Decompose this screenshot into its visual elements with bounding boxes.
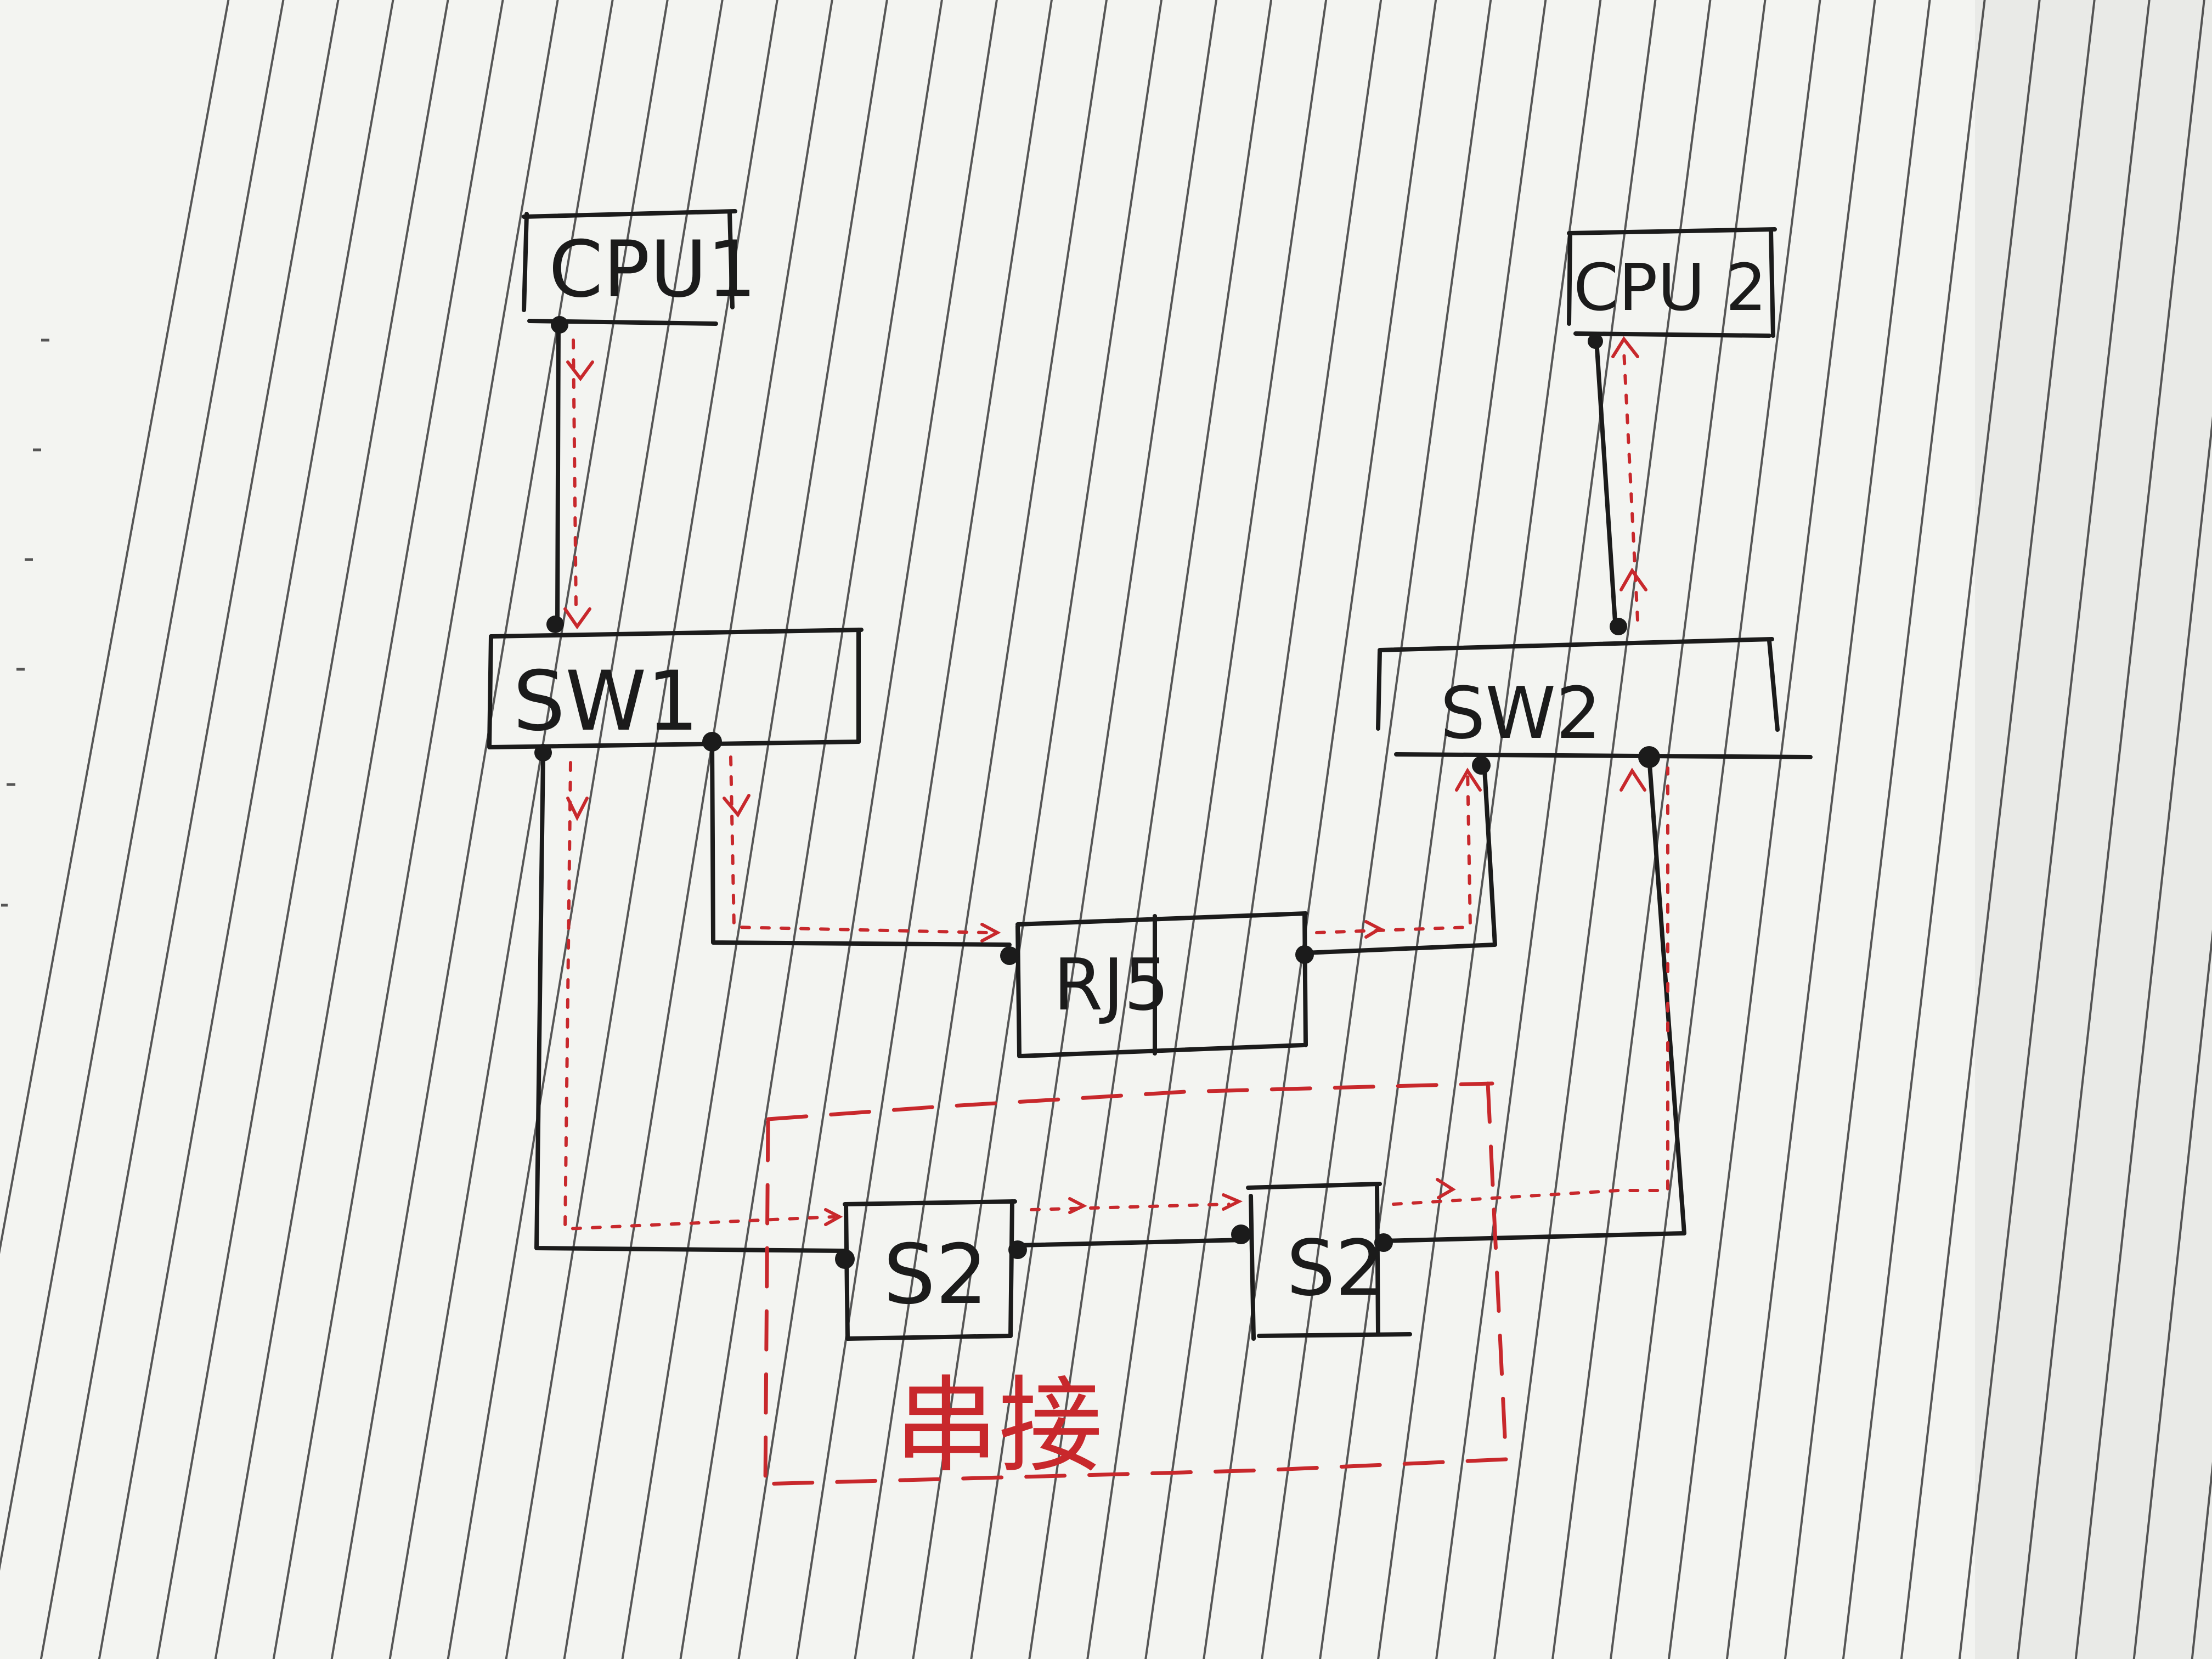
ruled-line [1086,0,1328,1659]
ruled-line [1028,0,1273,1659]
ruled-line [1900,0,2096,1659]
port-dots [534,316,1660,1269]
s2-left-label: S2 [883,1227,988,1323]
s2-right-label: S2 [1286,1224,1384,1313]
ruled-line [679,0,943,1659]
ruled-line [0,0,285,1571]
cpu1-label: CPU1 [549,224,757,315]
wire-rj-sw2 [1302,758,1497,955]
ruled-line [156,0,449,1659]
wire-s2left-s2right [1015,1238,1246,1248]
ruled-line [1784,0,1986,1659]
ruled-line [1493,0,1712,1659]
wire-sw1-rj [710,738,1012,947]
ruled-line [1319,0,1547,1659]
ruled-line [388,0,669,1659]
ruled-line [621,0,888,1659]
ruled-line [1203,0,1437,1659]
sw1-label: SW1 [513,654,699,749]
ruled-line [272,0,559,1659]
flow-rj-sw2 [1315,766,1472,934]
wire-sw2-s2right [1379,755,1686,1243]
cpu2-label: CPU 2 [1573,250,1767,325]
ruled-line [737,0,998,1659]
ruled-line [1725,0,1931,1659]
ruled-line [563,0,833,1659]
ruled-line [1667,0,1876,1659]
sw2-node [1376,637,1813,759]
s2-right-node [1246,1182,1412,1341]
wire-cpu1-sw1 [555,323,561,622]
ruled-line [214,0,504,1659]
ruled-line [912,0,1163,1659]
ruled-line [1610,0,1821,1659]
ruled-line [330,0,614,1659]
ruled-line [1842,0,2041,1659]
ruled-line [98,0,394,1659]
rj-label: RJ5 [1053,943,1169,1026]
s2-left-node [843,1199,1017,1341]
ruled-line [0,0,230,1255]
margin-ticks [1,338,49,907]
ruled-line [1144,0,1383,1659]
flow-arrowheads [563,336,1647,1226]
ruled-line [795,0,1053,1659]
wire-cpu2-sw2 [1594,338,1618,632]
ruled-line [1261,0,1492,1659]
cpu2-node [1567,227,1777,338]
serial-group-label: 串接 [894,1365,1103,1487]
ruled-line [1435,0,1657,1659]
ruled-line [854,0,1108,1659]
ruled-line [2074,416,2212,1659]
sw1-node [487,628,864,749]
ruled-line [2016,0,2205,1659]
rj-node [1015,911,1308,1058]
ruled-line [2132,929,2212,1659]
serial-group-box [760,1081,1508,1486]
flow-cpu1-sw1 [572,338,578,611]
sw2-label: SW2 [1440,672,1601,755]
flow-sw1-rj [729,755,989,934]
ruled-line [1551,0,1767,1659]
ruled-line [970,0,1218,1659]
ruled-line [40,0,340,1659]
ruled-line [1958,0,2151,1659]
ruled-line [447,0,724,1659]
flow-s2left-s2right [1030,1203,1231,1211]
wire-sw1-s2left [534,752,847,1253]
wires [534,323,1686,1253]
